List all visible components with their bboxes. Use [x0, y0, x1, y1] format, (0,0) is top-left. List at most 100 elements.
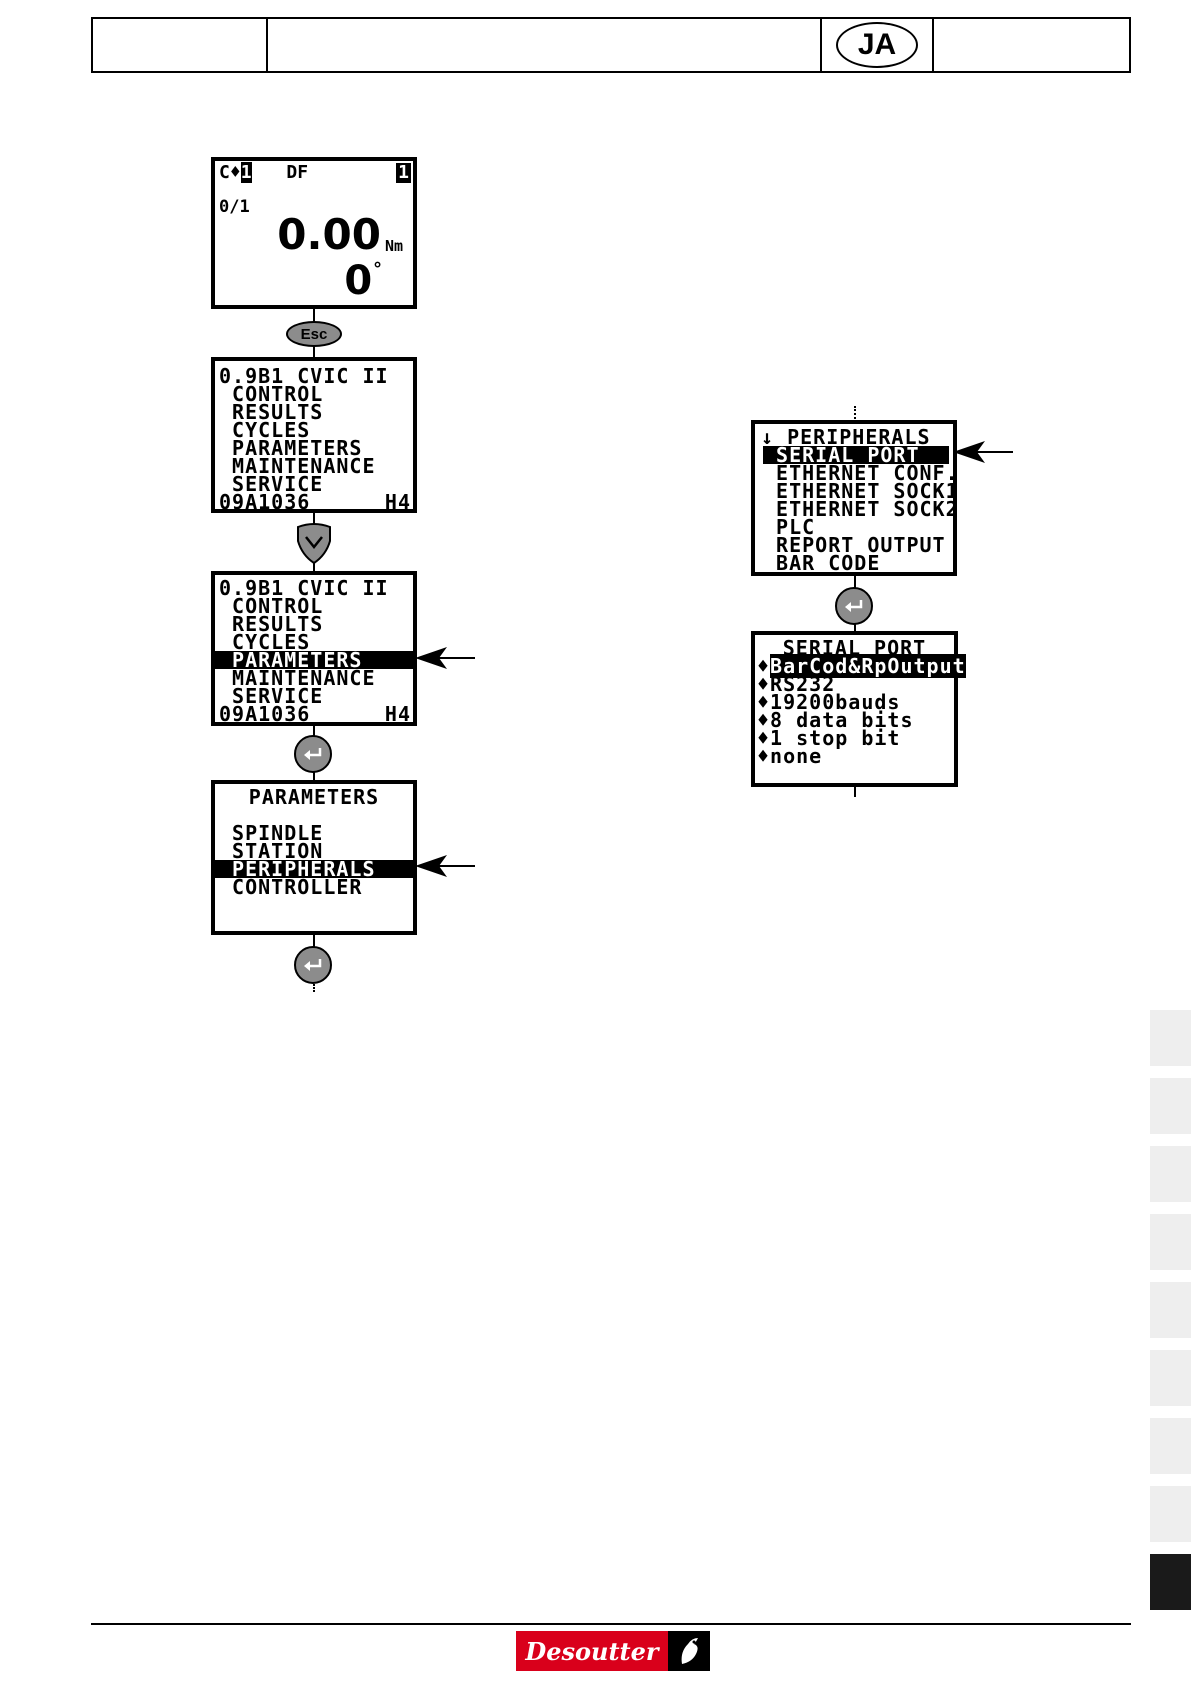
pointer-arrow-icon — [415, 647, 475, 669]
menu-item-station[interactable]: STATION — [219, 839, 324, 863]
angle-value: 0 — [344, 258, 373, 304]
option-parity[interactable]: none — [770, 744, 823, 768]
serial-number: 09A1036 — [219, 702, 311, 726]
chevron-down-icon — [297, 523, 331, 565]
side-tab[interactable] — [1150, 1078, 1191, 1134]
screen-main-menu-selected: 0.9B1 CVIC II CONTROL RESULTS CYCLES PAR… — [211, 571, 417, 726]
side-tab[interactable] — [1150, 1214, 1191, 1270]
program-label: C — [219, 162, 230, 183]
serial-number: 09A1036 — [219, 490, 311, 514]
menu-item-parameters[interactable]: PARAMETERS — [219, 436, 363, 460]
down-button[interactable] — [296, 523, 332, 565]
side-tab[interactable] — [1150, 1486, 1191, 1542]
menu-item-bar-code[interactable]: BAR CODE — [763, 551, 881, 575]
connector-continue — [313, 984, 315, 992]
side-tab[interactable] — [1150, 1282, 1191, 1338]
diamond-icon: ♦ — [757, 726, 771, 750]
torque-unit: Nm — [384, 237, 403, 255]
menu-item-ethernet-sock2[interactable]: ETHERNET SOCK2 — [763, 497, 959, 521]
option-row[interactable]: ♦8 data bits — [757, 708, 950, 732]
menu-item-cycles[interactable]: CYCLES — [219, 630, 311, 654]
option-row[interactable]: ♦RS232 — [757, 672, 950, 696]
menu-item-parameters-selected[interactable]: PARAMETERS — [215, 650, 413, 670]
enter-button[interactable] — [294, 946, 332, 984]
menu-item-control[interactable]: CONTROL — [219, 594, 324, 618]
screen-parameters: PARAMETERS SPINDLE STATION PERIPHERALS C… — [211, 780, 417, 935]
option-row[interactable]: ♦1 stop bit — [757, 726, 950, 750]
screen-peripherals: ↓ PERIPHERALS SERIAL PORT ETHERNET CONF.… — [751, 420, 959, 576]
side-tab[interactable] — [1150, 1418, 1191, 1474]
menu-item-maintenance[interactable]: MAINTENANCE — [219, 454, 376, 478]
side-tab[interactable] — [1150, 1146, 1191, 1202]
page-header: JA — [91, 17, 1131, 73]
screen-title: PERIPHERALS — [787, 425, 931, 449]
screen-title-row: ↓ PERIPHERALS — [761, 425, 949, 449]
menu-item-ethernet-sock1[interactable]: ETHERNET SOCK1 — [763, 479, 959, 503]
program-number: 1 — [240, 162, 252, 183]
language-badge: JA — [836, 22, 918, 68]
screen-title: PARAMETERS — [248, 785, 380, 809]
screen-main-display: C♦1 DF 1 0/1 0.00 Nm 0 ° — [211, 157, 417, 309]
screen-serial-port: SERIAL PORT ♦BarCod&RpOutput ♦RS232 ♦192… — [751, 631, 966, 787]
menu-item-report-output[interactable]: REPORT OUTPUT — [763, 533, 946, 557]
version-label: H4 — [384, 702, 411, 726]
angle-unit: ° — [372, 259, 383, 280]
enter-icon — [304, 959, 322, 971]
option-row[interactable]: ♦BarCod&RpOutput — [757, 654, 966, 678]
menu-item-cycles[interactable]: CYCLES — [219, 418, 311, 442]
desoutter-logo: Desoutter — [516, 1631, 710, 1671]
diamond-icon: ♦ — [757, 708, 771, 732]
diamond-icon: ♦ — [757, 672, 771, 696]
header-cell-lang: JA — [822, 19, 934, 71]
channel-number: 1 — [396, 162, 411, 183]
enter-icon — [304, 748, 322, 760]
menu-item-maintenance[interactable]: MAINTENANCE — [219, 666, 376, 690]
menu-item-controller[interactable]: CONTROLLER — [219, 875, 363, 899]
torque-value: 0.00 — [277, 210, 381, 259]
menu-item-serial-port-selected[interactable]: SERIAL PORT — [763, 445, 949, 465]
mode-label: DF — [286, 162, 309, 183]
enter-button[interactable] — [835, 587, 873, 625]
menu-item-plc[interactable]: PLC — [763, 515, 816, 539]
option-stop-bit[interactable]: 1 stop bit — [770, 726, 901, 750]
connector-continue — [854, 406, 856, 422]
menu-item-ethernet-conf[interactable]: ETHERNET CONF. — [763, 461, 959, 485]
side-tab[interactable] — [1150, 1010, 1191, 1066]
header-cell-2 — [268, 19, 822, 71]
screen-title: SERIAL PORT — [782, 636, 927, 660]
diamond-icon: ♦ — [757, 744, 771, 768]
diamond-icon: ♦ — [229, 162, 241, 183]
enter-icon — [845, 600, 863, 612]
arrow-down-icon: ↓ — [761, 425, 788, 449]
logo-wordmark: Desoutter — [516, 1631, 668, 1671]
menu-line: 0.9B1 CVIC II — [219, 576, 389, 600]
option-baud-rate[interactable]: 19200bauds — [770, 690, 901, 714]
side-tab-active[interactable] — [1150, 1554, 1191, 1610]
option-row[interactable]: ♦19200bauds — [757, 690, 950, 714]
version-label: H4 — [384, 490, 411, 514]
esc-button[interactable]: Esc — [286, 321, 342, 347]
menu-item-spindle[interactable]: SPINDLE — [219, 821, 324, 845]
option-output-selected[interactable]: BarCod&RpOutput — [770, 654, 966, 678]
menu-item-peripherals-selected[interactable]: PERIPHERALS — [215, 859, 413, 879]
header-cell-1 — [93, 19, 268, 71]
diamond-icon: ♦ — [757, 654, 771, 678]
enter-button[interactable] — [294, 735, 332, 773]
menu-item-results[interactable]: RESULTS — [219, 400, 324, 424]
side-tab[interactable] — [1150, 1350, 1191, 1406]
pointer-arrow-icon — [415, 855, 475, 877]
menu-item-results[interactable]: RESULTS — [219, 612, 324, 636]
connector — [854, 787, 856, 797]
footer-divider — [91, 1623, 1131, 1625]
diamond-icon: ♦ — [757, 690, 771, 714]
bird-logo-icon — [668, 1631, 710, 1671]
menu-line: 0.9B1 CVIC II — [219, 364, 389, 388]
option-row[interactable]: ♦none — [757, 744, 950, 768]
header-cell-4 — [934, 19, 1129, 71]
option-interface[interactable]: RS232 — [770, 672, 836, 696]
menu-item-control[interactable]: CONTROL — [219, 382, 324, 406]
option-data-bits[interactable]: 8 data bits — [770, 708, 914, 732]
menu-item-service[interactable]: SERVICE — [219, 472, 324, 496]
menu-item-service[interactable]: SERVICE — [219, 684, 324, 708]
pointer-arrow-icon — [953, 441, 1013, 463]
